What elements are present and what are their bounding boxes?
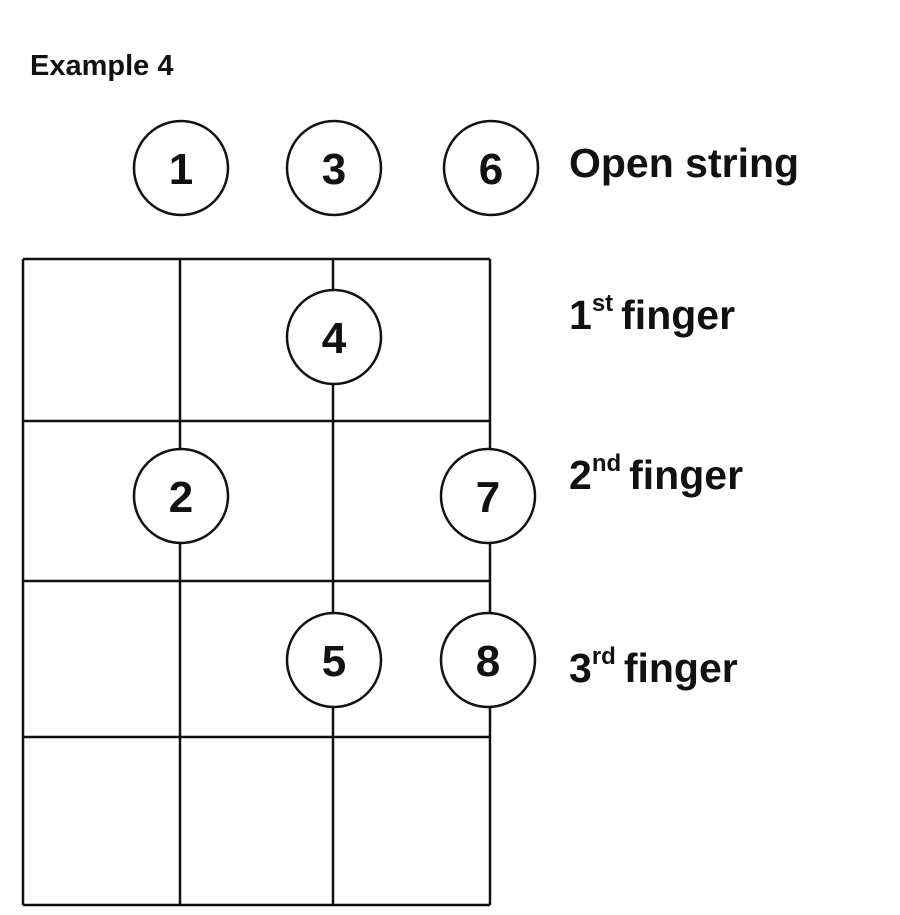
note-number: 7: [476, 473, 500, 522]
note-circle: [439, 611, 537, 709]
note-circle: [442, 119, 540, 217]
note-number: 5: [322, 637, 346, 686]
note-circle: [285, 119, 383, 217]
note-number: 6: [479, 145, 503, 194]
example-title: Example 4: [30, 50, 174, 82]
note-circle: [285, 288, 383, 386]
note-number: 1: [169, 145, 193, 194]
note-number: 4: [322, 314, 347, 363]
note-circle: [132, 447, 230, 545]
note-circle: [132, 119, 230, 217]
note-number: 3: [322, 145, 346, 194]
open-string-label: Open string: [569, 140, 800, 186]
note-circle: [439, 447, 537, 545]
note-number: 2: [169, 473, 193, 522]
note-number: 8: [476, 637, 500, 686]
note-circle: [285, 611, 383, 709]
